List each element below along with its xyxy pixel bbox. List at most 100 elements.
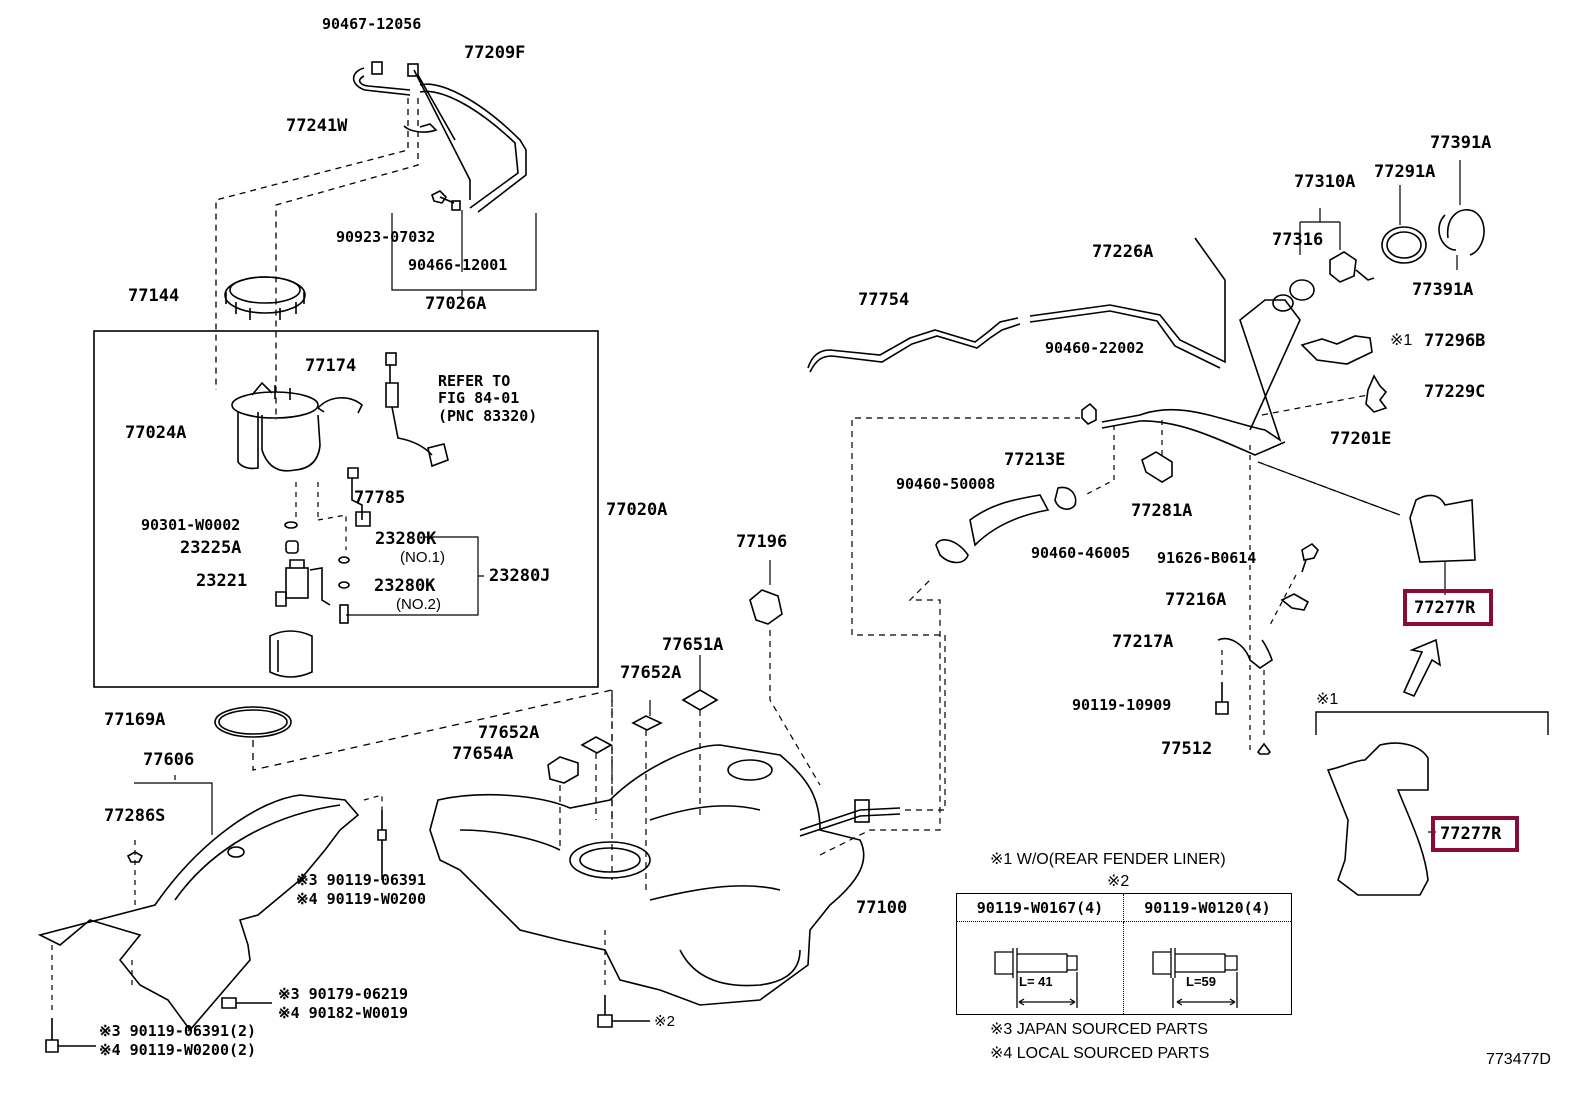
- part-label-77291A[interactable]: 77291A: [1374, 162, 1436, 182]
- fuel-filter: [269, 630, 313, 678]
- bumper-77654A: [547, 756, 579, 784]
- part-label-77226A[interactable]: 77226A: [1092, 242, 1154, 262]
- part-label-77651A[interactable]: 77651A: [662, 635, 724, 655]
- refer-line-2: FIG 84-01: [438, 389, 520, 408]
- nut-shield-bottom: [221, 997, 272, 1009]
- part-label-77785[interactable]: 77785: [354, 488, 406, 508]
- bolt2-length: L=59: [1186, 974, 1216, 989]
- part-label-77512[interactable]: 77512: [1161, 739, 1213, 759]
- housing-77296B: [1300, 335, 1373, 365]
- part-label-90460-22002[interactable]: 90460-22002: [1045, 339, 1145, 357]
- part-label-90467-12056[interactable]: 90467-12056: [322, 15, 422, 33]
- part-label-77229C[interactable]: 77229C: [1424, 382, 1486, 402]
- part-label-77020A[interactable]: 77020A: [606, 500, 668, 520]
- part-label-23280K-no1[interactable]: 23280K: [375, 529, 437, 549]
- refer-line-3: (PNC 83320): [438, 406, 538, 425]
- wire-77785: [347, 467, 371, 527]
- part-label-77174[interactable]: 77174: [305, 356, 357, 376]
- part-note-no2: (NO.2): [396, 596, 441, 613]
- part-label-90119-10909[interactable]: 90119-10909: [1072, 696, 1172, 714]
- part-label-90301-W0002[interactable]: 90301-W0002: [141, 516, 241, 534]
- pad-77652A-top: [631, 715, 663, 731]
- shield-nut-label-japan[interactable]: ※3 90179-06219: [278, 985, 408, 1003]
- clip-77174: [317, 397, 363, 414]
- bolt-drawing-icon: [994, 948, 1078, 1008]
- part-label-90923-07032[interactable]: 90923-07032: [336, 228, 436, 246]
- part-label-77316[interactable]: 77316: [1272, 230, 1324, 250]
- part-label-91626-B0614[interactable]: 91626-B0614: [1157, 549, 1257, 567]
- note-mark-1: ※1: [1316, 691, 1339, 708]
- shield-bolt-label-japan[interactable]: ※3 90119-06391: [296, 871, 426, 889]
- part-label-77209F[interactable]: 77209F: [464, 43, 526, 63]
- highlight-box-77277R-bottom[interactable]: [1431, 816, 1519, 852]
- clip-77512: [1256, 742, 1272, 755]
- table-header-col1: 90119-W0167(4): [957, 894, 1124, 922]
- legend-note-1: ※1 W/O(REAR FENDER LINER): [990, 851, 1226, 868]
- bolt-shield-top: [377, 810, 387, 880]
- part-label-77241W[interactable]: 77241W: [286, 116, 348, 136]
- part-label-90460-46005[interactable]: 90460-46005: [1031, 544, 1131, 562]
- part-label-77196[interactable]: 77196: [736, 532, 788, 552]
- part-label-77286S[interactable]: 77286S: [104, 806, 166, 826]
- refer-line-1: REFER TO: [438, 372, 511, 390]
- part-label-23225A[interactable]: 23225A: [180, 538, 242, 558]
- part-label-23280K-no2[interactable]: 23280K: [374, 576, 436, 596]
- part-label-77026A[interactable]: 77026A: [425, 294, 487, 314]
- shield-bolt2-label-local[interactable]: ※4 90119-W0200(2): [99, 1041, 257, 1059]
- sender-harness: [385, 352, 449, 468]
- part-label-77296B[interactable]: 77296B: [1424, 331, 1486, 351]
- filler-pipe-77201E: [1101, 294, 1301, 456]
- ring-77291A: [1381, 226, 1427, 264]
- bolt-tank: [597, 995, 650, 1028]
- part-label-77654A[interactable]: 77654A: [452, 744, 514, 764]
- bolt-drawing-icon: [1151, 948, 1238, 1008]
- part-label-23221[interactable]: 23221: [196, 571, 248, 591]
- heat-shield-77606: [37, 794, 360, 1032]
- shield-bolt-label-local[interactable]: ※4 90119-W0200: [296, 890, 426, 908]
- part-label-77606[interactable]: 77606: [143, 750, 195, 770]
- part-label-90460-50008[interactable]: 90460-50008: [896, 475, 996, 493]
- part-label-77391A-top[interactable]: 77391A: [1430, 133, 1492, 153]
- part-label-77277R-top[interactable]: 77277R: [1414, 598, 1476, 618]
- part-label-77310A[interactable]: 77310A: [1294, 172, 1356, 192]
- hose-77226A: [1029, 237, 1226, 369]
- gasket-77316: [1289, 279, 1315, 301]
- part-label-77213E[interactable]: 77213E: [1004, 450, 1066, 470]
- part-label-77216A[interactable]: 77216A: [1165, 590, 1227, 610]
- part-label-77754[interactable]: 77754: [858, 290, 910, 310]
- figure-id: 773477D: [1486, 1051, 1551, 1068]
- part-label-90466-12001[interactable]: 90466-12001: [408, 256, 508, 274]
- part-note-no1: (NO.1): [400, 549, 445, 566]
- bolt-90119-10909: [1215, 682, 1229, 715]
- clamp-90460-50008: [935, 539, 969, 564]
- vent-valve-77196: [749, 589, 783, 625]
- note-mark-77296B: ※1: [1390, 332, 1413, 349]
- part-label-77144[interactable]: 77144: [128, 286, 180, 306]
- part-label-77391A-bottom[interactable]: 77391A: [1412, 280, 1474, 300]
- bolt-spec-table: 90119-W0167(4) 90119-W0120(4) L= 41 L=59: [956, 893, 1292, 1015]
- table-header-col2: 90119-W0120(4): [1124, 894, 1291, 922]
- fender-liner-77277R-bottom: [1326, 742, 1429, 896]
- part-label-77217A[interactable]: 77217A: [1112, 632, 1174, 652]
- clamp-77241W: [403, 123, 438, 133]
- part-label-23280J[interactable]: 23280J: [489, 566, 551, 586]
- part-label-77652A-top[interactable]: 77652A: [620, 663, 682, 683]
- connector-23280J: [339, 604, 349, 624]
- part-label-77169A[interactable]: 77169A: [104, 710, 166, 730]
- part-label-77100[interactable]: 77100: [856, 898, 908, 918]
- part-label-77024A[interactable]: 77024A: [125, 423, 187, 443]
- arrow-icon: [1402, 638, 1442, 698]
- hose-77754: [807, 317, 1021, 373]
- fuel-pump-23221: [275, 559, 331, 607]
- part-label-77277R-bottom[interactable]: 77277R: [1440, 824, 1502, 844]
- shield-nut-label-local[interactable]: ※4 90182-W0019: [278, 1004, 408, 1022]
- highlight-box-77277R-top[interactable]: [1403, 589, 1493, 626]
- fuel-pump-assembly-box: [93, 330, 599, 688]
- part-label-77201E[interactable]: 77201E: [1330, 429, 1392, 449]
- legend-note-2: ※2: [1107, 873, 1130, 890]
- shield-bolt2-label-japan[interactable]: ※3 90119-06391(2): [99, 1022, 257, 1040]
- part-label-77281A[interactable]: 77281A: [1131, 501, 1193, 521]
- part-label-77652A-left[interactable]: 77652A: [478, 723, 540, 743]
- fuel-tube-77209F: [352, 61, 527, 213]
